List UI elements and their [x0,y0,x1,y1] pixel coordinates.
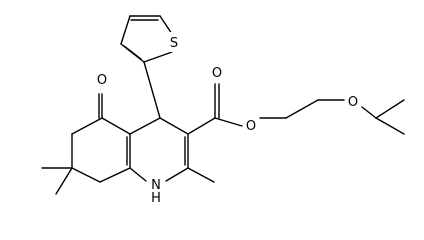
atom-labels: O S O O O N H [94,32,361,204]
carbonyl-oxygen-label: O [94,69,110,89]
atom-symbol: N [151,178,161,193]
chemical-structure: O S O O O N H [41,15,405,204]
bond [159,15,173,35]
bonds [41,15,405,195]
atom-symbol-hydrogen: H [151,191,161,204]
bond [375,99,405,119]
molecule-drawing: O S O O O N H [41,15,405,204]
bond [120,15,131,45]
bond [165,167,189,182]
bond [71,117,103,135]
bond [123,45,142,60]
bond [361,106,377,119]
thiophene-sulfur-label: S [166,32,180,52]
ester-oxygen-label: O [243,115,259,135]
bond [159,117,189,135]
atom-symbol: O [246,119,256,134]
bond [143,61,161,119]
atom-symbol: O [212,66,222,81]
bond [143,51,173,63]
ether-oxygen-label: O [345,91,361,111]
bond [55,167,73,195]
bond [71,167,101,183]
atom-symbol: O [97,73,107,88]
bond [214,117,243,127]
bond [285,99,319,119]
bond [187,167,215,183]
bond [101,117,131,135]
bond [375,117,405,135]
bond [187,117,216,135]
atom-symbol: S [170,36,178,51]
bond [129,117,161,135]
nitrogen-label: N H [147,176,165,204]
carbonyl-oxygen-ester-label: O [209,62,225,82]
atom-symbol: O [348,95,358,110]
bond [129,167,147,182]
bond [99,167,131,183]
